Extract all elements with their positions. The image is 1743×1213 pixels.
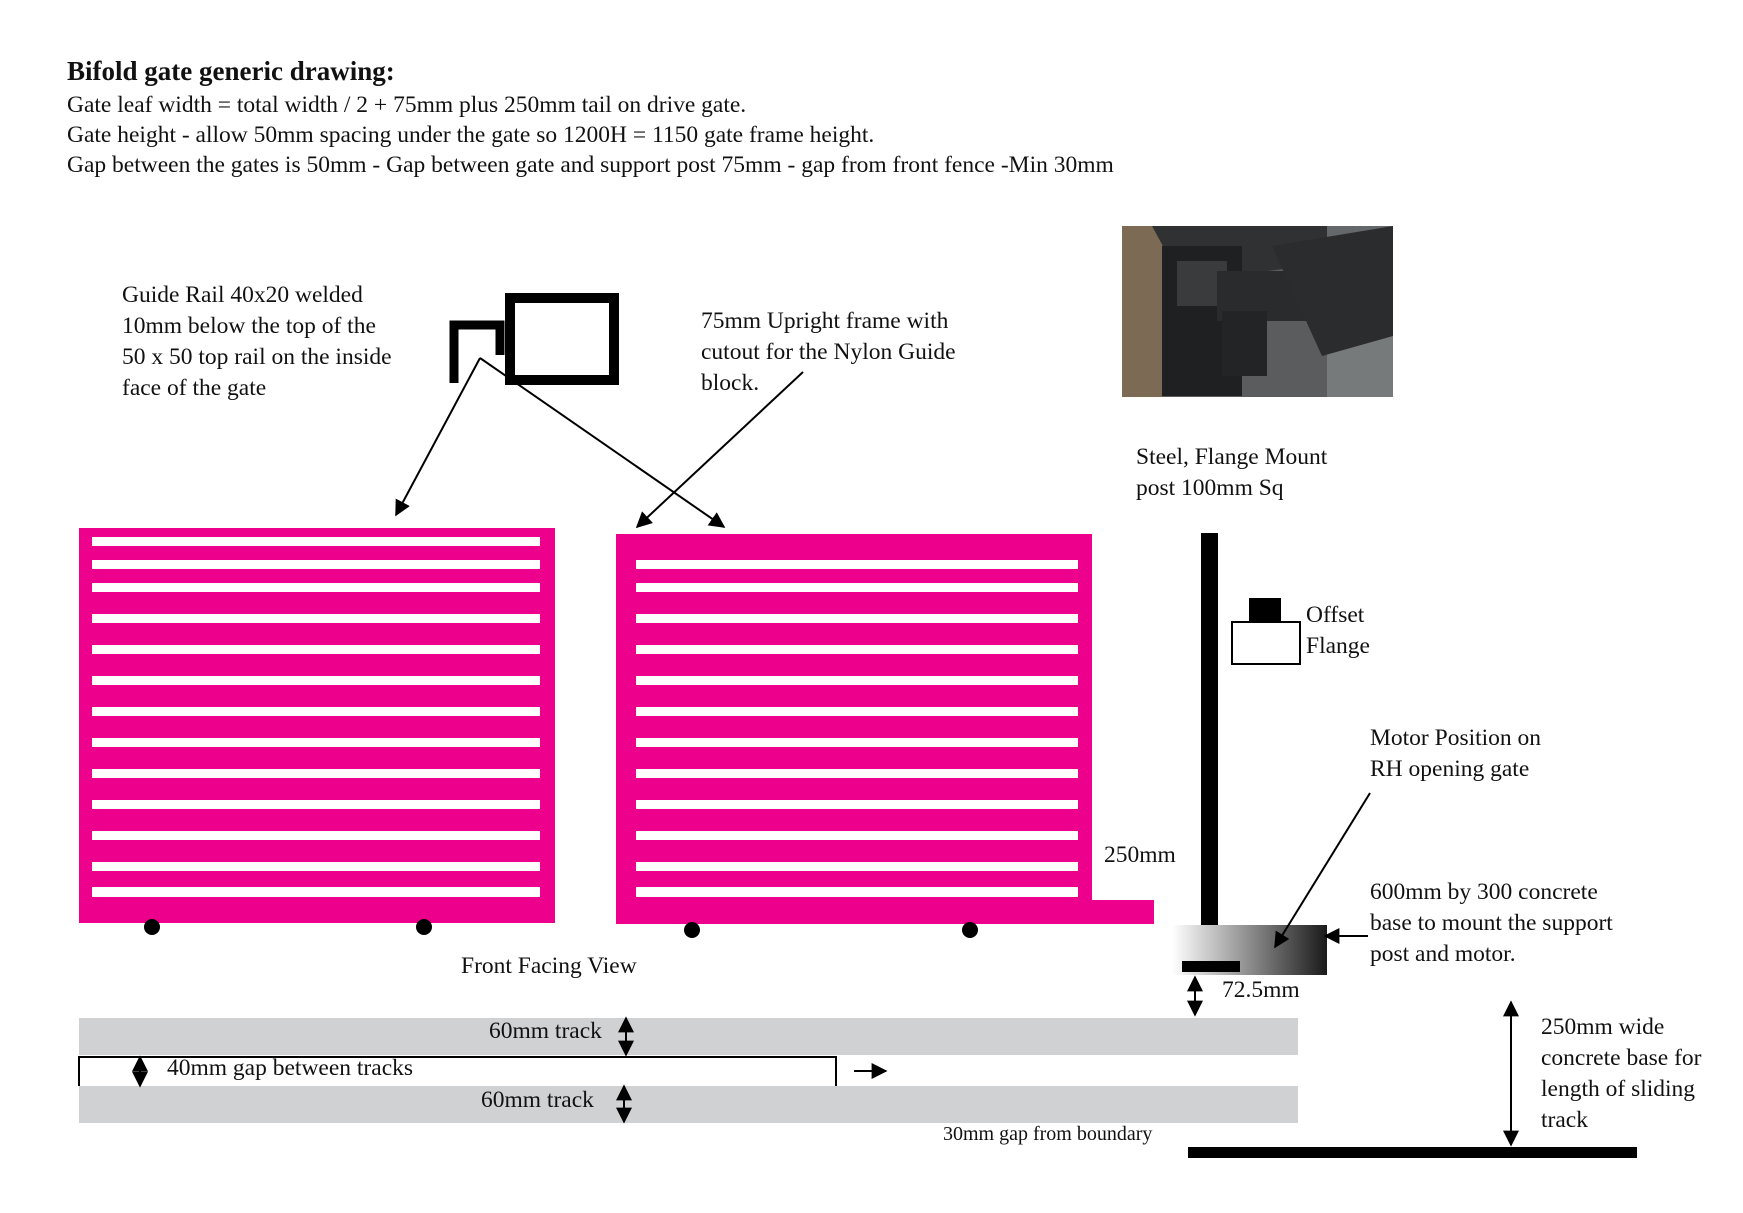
gap-note: Gap between the gates is 50mm - Gap betw…: [67, 152, 1114, 178]
front-view-label: Front Facing View: [461, 953, 637, 979]
gate-tail: [1080, 900, 1154, 924]
track-gap-outline: [78, 1056, 837, 1086]
motor-position-label: Motor Position on RH opening gate: [1370, 725, 1542, 782]
concrete-base-label: 600mm by 300 concrete base to mount the …: [1370, 879, 1613, 967]
gate-height-note: Gate height - allow 50mm spacing under t…: [67, 122, 875, 148]
upright-arrow: [635, 371, 804, 529]
track-top-label: 60mm track: [489, 1018, 602, 1044]
post-label: Steel, Flange Mount post 100mm Sq: [1136, 444, 1328, 501]
leaf-width-note: Gate leaf width = total width / 2 + 75mm…: [67, 92, 747, 118]
guide-rail-section: [449, 293, 619, 385]
motor-arrow: [1274, 792, 1371, 949]
post-gap-label: 72.5mm: [1222, 977, 1300, 1003]
drive-gate-leaf: [616, 534, 1154, 938]
left-gate-leaf: [79, 528, 555, 935]
boundary-gap-label: 30mm gap from boundary: [943, 1123, 1153, 1145]
track-base-label: 250mm wide concrete base for length of s…: [1541, 1014, 1702, 1133]
guide-block-photo: [1122, 226, 1393, 397]
post-flange-base: [1182, 961, 1240, 972]
boundary-line: [1188, 1147, 1637, 1158]
page-title: Bifold gate generic drawing:: [67, 56, 395, 86]
track-bottom: [79, 1086, 1298, 1123]
tail-label: 250mm: [1104, 842, 1176, 868]
offset-flange-top: [1249, 598, 1281, 622]
track-bottom-label: 60mm track: [481, 1087, 594, 1113]
offset-flange-label: Offset Flange: [1306, 602, 1370, 659]
offset-flange: [1231, 621, 1301, 665]
guide-rail-arrow-right: [479, 357, 726, 528]
guide-rail-label: Guide Rail 40x20 welded 10mm below the t…: [122, 282, 392, 401]
track-top: [79, 1018, 1298, 1055]
support-post: [1201, 533, 1218, 973]
guide-rail-arrow-left: [395, 357, 481, 517]
upright-frame-label: 75mm Upright frame with cutout for the N…: [701, 308, 956, 396]
track-gap-label: 40mm gap between tracks: [167, 1055, 414, 1081]
